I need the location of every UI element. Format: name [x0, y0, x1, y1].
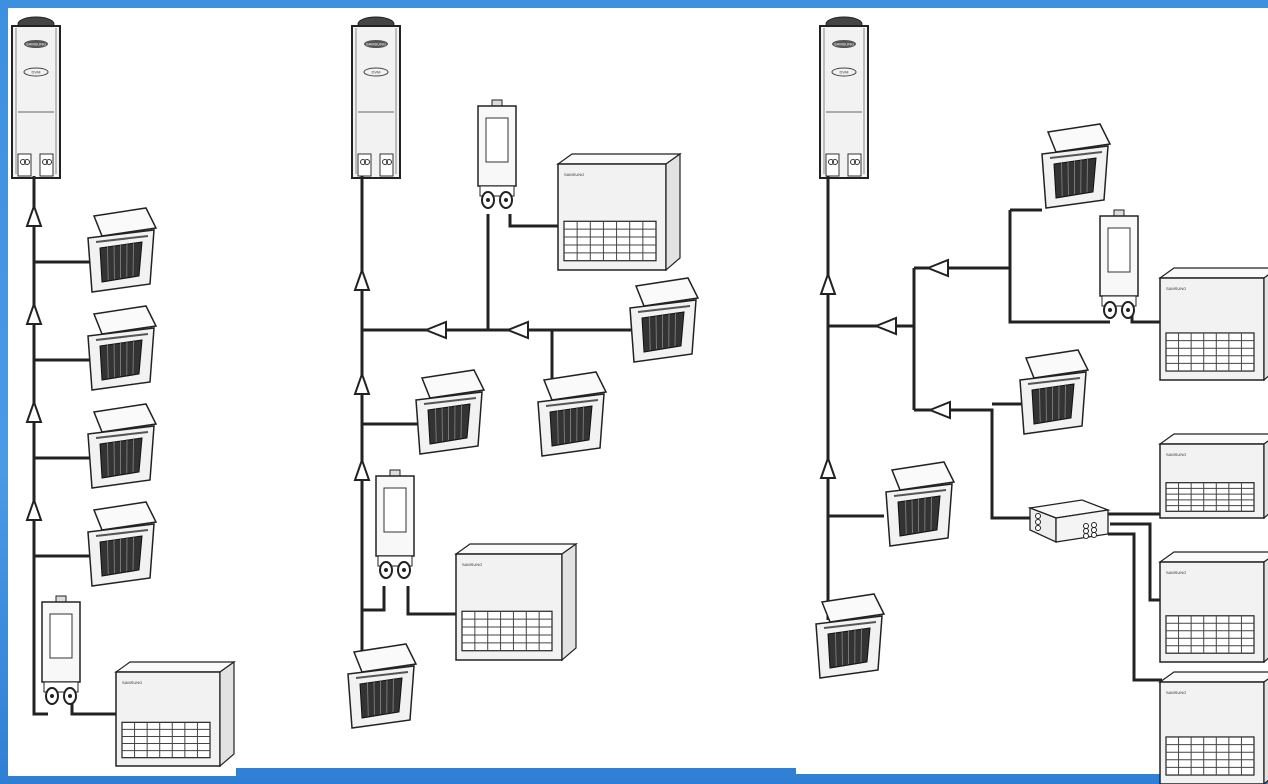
mcu-box-icon — [376, 470, 414, 578]
indoor-unit-brand-logo: SAMSUNG — [1166, 452, 1186, 457]
cassette-indoor-unit-icon — [88, 404, 156, 488]
cassette-indoor-unit-icon — [1042, 124, 1110, 208]
refrigerant-pipe — [510, 214, 562, 226]
outdoor-unit-series-logo: DVM — [372, 70, 381, 75]
y-joint-branch-icon — [27, 304, 41, 324]
outdoor-unit-brand-logo: SAMSUNG — [834, 42, 854, 47]
cassette-indoor-unit-icon — [416, 370, 484, 454]
refrigerant-pipe — [1010, 210, 1110, 322]
y-joint-branch-icon — [355, 374, 369, 394]
y-joint-branch-icon — [876, 318, 896, 334]
ceiling-indoor-unit-icon: SAMSUNG — [1160, 552, 1268, 662]
y-joint-branch-icon — [928, 260, 948, 276]
indoor-unit-brand-logo: SAMSUNG — [1166, 570, 1186, 575]
ceiling-indoor-unit-icon: SAMSUNG — [456, 544, 576, 660]
outdoor-unit-icon: SAMSUNG DVM — [12, 17, 60, 178]
outdoor-unit-brand-logo: SAMSUNG — [26, 42, 46, 47]
cassette-indoor-unit-icon — [630, 278, 698, 362]
y-joint-branch-icon — [821, 274, 835, 294]
mcu-box-icon — [478, 100, 516, 208]
cassette-indoor-unit-icon — [538, 372, 606, 456]
y-joint-branch-icon — [27, 402, 41, 422]
outdoor-unit-series-logo: DVM — [840, 70, 849, 75]
cassette-indoor-unit-icon — [1020, 350, 1088, 434]
cassette-indoor-unit-icon — [816, 594, 884, 678]
refrigerant-pipe — [1108, 534, 1162, 680]
ceiling-indoor-unit-icon: SAMSUNG — [116, 662, 234, 766]
refrigerant-pipe — [1132, 310, 1160, 322]
indoor-unit-brand-logo: SAMSUNG — [122, 680, 142, 685]
cassette-indoor-unit-icon — [88, 306, 156, 390]
indoor-unit-brand-logo: SAMSUNG — [564, 172, 584, 177]
mcu-box-icon — [42, 596, 80, 704]
y-joint-branch-icon — [930, 402, 950, 418]
y-joint-branch-icon — [27, 206, 41, 226]
refrigerant-pipe — [362, 586, 384, 610]
cassette-indoor-unit-icon — [88, 208, 156, 292]
indoor-unit-brand-logo: SAMSUNG — [1166, 690, 1186, 695]
y-joint-branch-icon — [27, 500, 41, 520]
ceiling-indoor-unit-icon: SAMSUNG — [558, 154, 680, 270]
indoor-unit-brand-logo: SAMSUNG — [462, 562, 482, 567]
refrigerant-pipe — [408, 586, 460, 614]
distribution-header-icon — [1030, 500, 1108, 542]
refrigerant-pipe — [72, 700, 118, 714]
indoor-unit-brand-logo: SAMSUNG — [1166, 286, 1186, 291]
cassette-indoor-unit-icon — [886, 462, 954, 546]
ceiling-indoor-unit-icon: SAMSUNG — [1160, 672, 1268, 784]
outdoor-unit-icon: SAMSUNG DVM — [352, 17, 400, 178]
y-joint-branch-icon — [426, 322, 446, 338]
ceiling-indoor-unit-icon: SAMSUNG — [1160, 268, 1268, 380]
cassette-indoor-unit-icon — [348, 644, 416, 728]
y-joint-branch-icon — [821, 458, 835, 478]
y-joint-branch-icon — [355, 460, 369, 480]
outdoor-unit-series-logo: DVM — [32, 70, 41, 75]
outdoor-unit-icon: SAMSUNG DVM — [820, 17, 868, 178]
y-joint-branch-icon — [508, 322, 528, 338]
ceiling-indoor-unit-icon: SAMSUNG — [1160, 434, 1268, 518]
y-joint-branch-icon — [355, 270, 369, 290]
outdoor-unit-brand-logo: SAMSUNG — [366, 42, 386, 47]
mcu-box-icon — [1100, 210, 1138, 318]
cassette-indoor-unit-icon — [88, 502, 156, 586]
